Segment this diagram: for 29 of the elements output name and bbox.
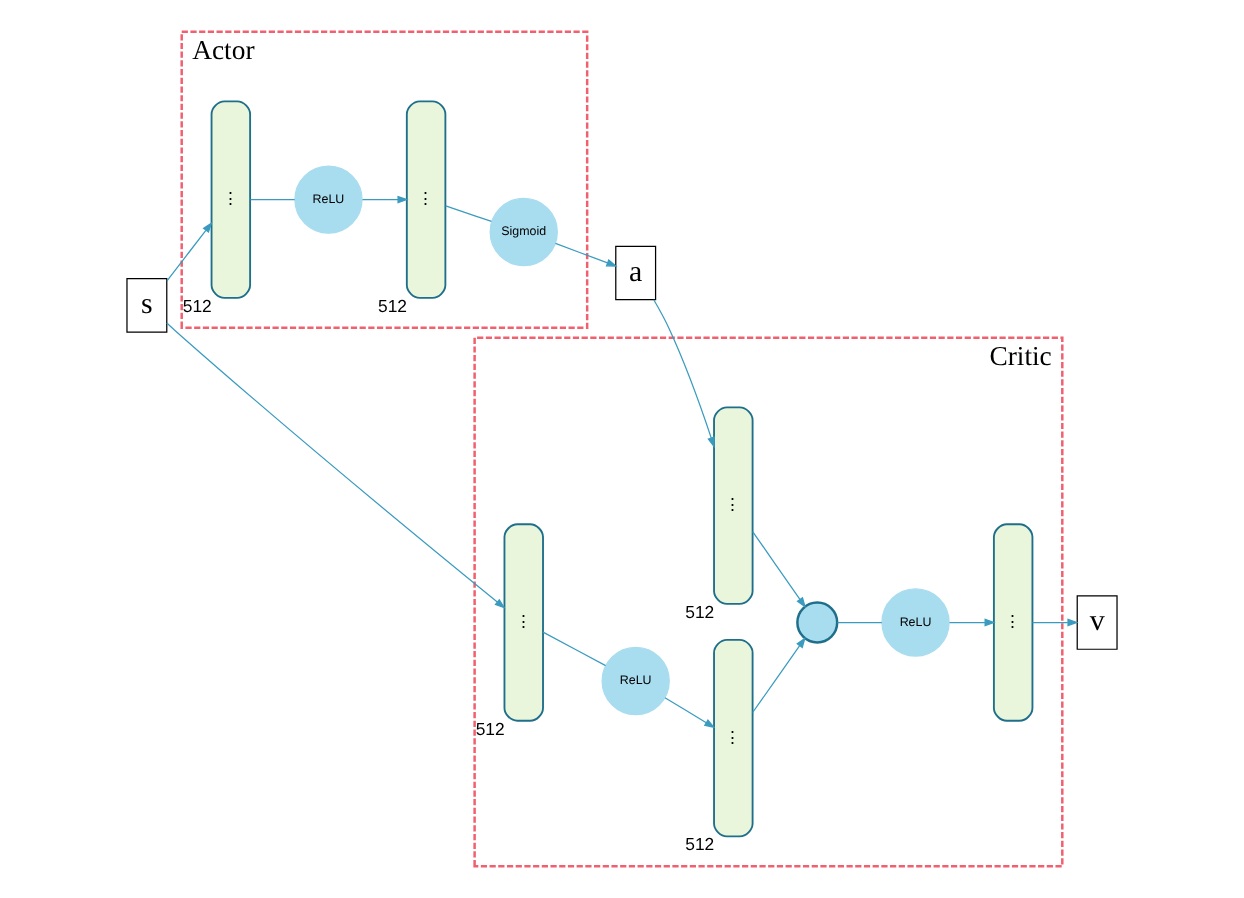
node-box: ⋮	[713, 639, 754, 838]
node-box: ⋮	[503, 523, 544, 722]
connector	[836, 621, 883, 624]
node-box: a	[615, 245, 657, 301]
arrow	[948, 618, 996, 627]
arrow	[653, 299, 715, 449]
connector	[445, 205, 493, 223]
node-label: 512	[475, 718, 505, 739]
arrow	[752, 636, 806, 714]
node-box: ⋮	[210, 100, 252, 299]
node-box: s	[126, 278, 168, 333]
node-circle	[796, 601, 839, 644]
arrow	[166, 322, 506, 609]
connector	[542, 631, 607, 667]
node-box: ⋮	[405, 100, 447, 299]
node-label: 512	[182, 295, 212, 316]
arrow	[752, 530, 807, 609]
arrow	[664, 697, 716, 729]
connector	[249, 199, 296, 201]
node-label: 512	[685, 601, 715, 622]
node-label: 512	[378, 295, 408, 316]
node-box: ⋮	[713, 406, 754, 605]
node-box: v	[1076, 595, 1118, 650]
arrow	[1031, 618, 1079, 627]
arrow	[166, 221, 213, 282]
node-label: 512	[685, 834, 715, 855]
node-box: ⋮	[992, 523, 1034, 722]
arrow	[554, 242, 618, 267]
arrow	[361, 195, 409, 204]
